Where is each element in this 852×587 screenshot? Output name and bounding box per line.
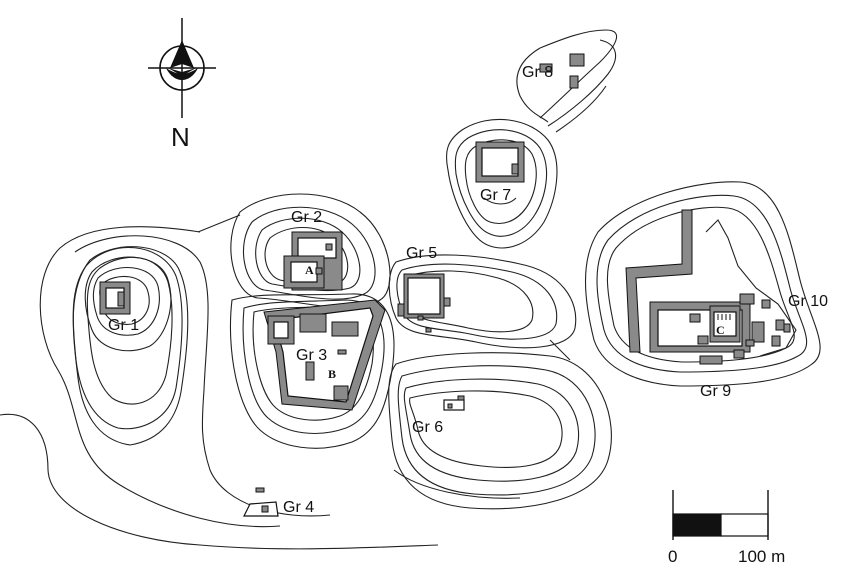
label-gr4: Gr 4	[283, 499, 314, 516]
scale-end-label: 100 m	[738, 547, 785, 566]
label-gr7: Gr 7	[480, 187, 511, 204]
gr8-building	[539, 53, 585, 89]
label-building-c: C	[716, 323, 725, 337]
north-arrow: N	[148, 18, 216, 152]
label-gr9: Gr 9	[700, 383, 731, 400]
label-gr8: Gr 8	[522, 64, 553, 81]
label-gr10: Gr 10	[788, 293, 828, 310]
label-gr5: Gr 5	[406, 245, 437, 262]
north-label: N	[171, 122, 190, 152]
gr6-building	[443, 395, 465, 411]
group-labels: Gr 1 Gr 2 Gr 3 Gr 4 Gr 5 Gr 6 Gr 7 Gr 8 …	[108, 64, 828, 516]
label-gr1: Gr 1	[108, 317, 139, 334]
gr5-building	[397, 273, 451, 333]
gr7-building	[475, 141, 525, 205]
gr4-building	[243, 487, 279, 517]
label-gr6: Gr 6	[412, 419, 443, 436]
scale-bar: 0 100 m	[668, 490, 785, 566]
label-building-b: B	[328, 367, 336, 381]
gr1-building	[99, 281, 131, 315]
gr3-building-b	[263, 299, 386, 411]
label-gr2: Gr 2	[291, 209, 322, 226]
gr2-building-a	[283, 231, 343, 291]
scale-start-label: 0	[668, 547, 677, 566]
label-gr3: Gr 3	[296, 347, 327, 364]
gr9-fortress-c	[625, 209, 797, 365]
label-building-a: A	[305, 263, 314, 277]
